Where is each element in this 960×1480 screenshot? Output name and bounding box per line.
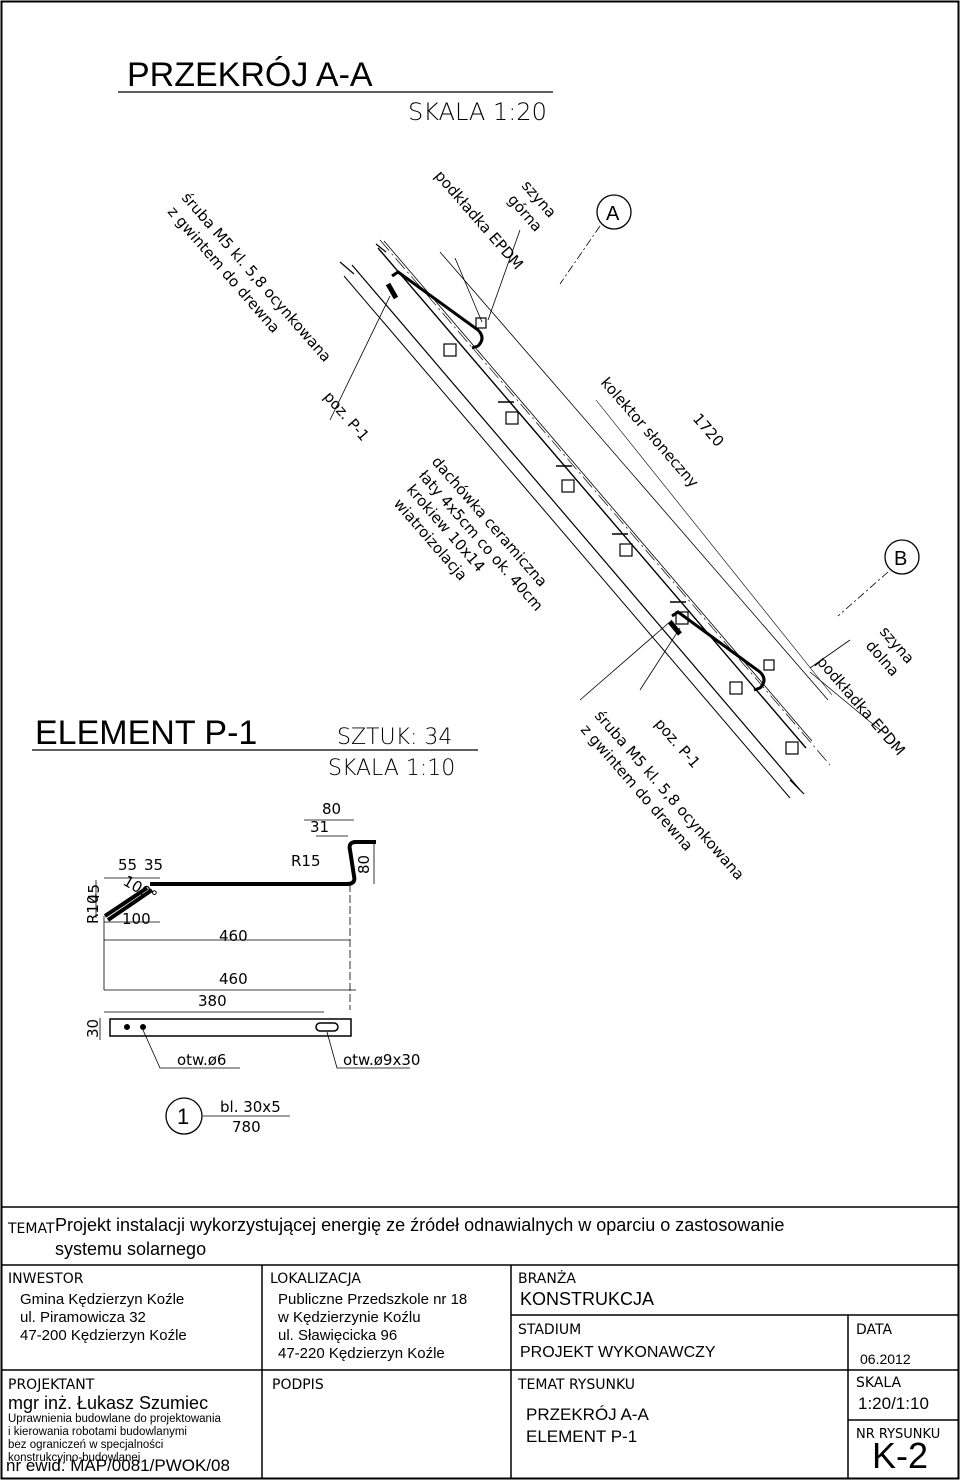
uprawnienia-line: konstrukcyjno-budowlanej	[8, 1452, 141, 1464]
position-bubble	[165, 1097, 203, 1135]
uprawnienia-line: bez ograniczeń w specjalności	[8, 1439, 164, 1451]
roof-line-upper	[351, 264, 801, 791]
detail-a-label: A	[606, 203, 620, 225]
temat-rysunku-line: ELEMENT P-1	[526, 1427, 638, 1446]
dim-380: 380	[198, 992, 227, 1010]
skala-label: SKALA	[856, 1375, 902, 1391]
hole-6-label: otw.ø6	[177, 1051, 226, 1069]
inwestor-label: INWESTOR	[8, 1271, 84, 1287]
label-dim-1720: 1720	[689, 410, 728, 451]
data-label: DATA	[856, 1322, 893, 1338]
data-value: 06.2012	[860, 1351, 911, 1367]
label-pad-top: podkładka EPDM	[431, 167, 527, 273]
temat-rysunku-label: TEMAT RYSUNKU	[518, 1377, 636, 1393]
batten	[729, 681, 743, 695]
hole-6b-icon	[140, 1024, 146, 1030]
element-title: ELEMENT P-1	[35, 714, 257, 752]
lokalizacja-line: 47-220 Kędzierzyn Koźle	[278, 1345, 445, 1362]
dim-1720-line	[439, 251, 829, 701]
nr-ewid: nr ewid. MAP/0081/PWOK/08	[6, 1456, 230, 1475]
label-poz-bottom: poz. P-1	[651, 715, 704, 772]
batten	[443, 343, 457, 357]
temat-rysunku-line: PRZEKRÓJ A-A	[526, 1405, 649, 1424]
dim-80-side: 80	[355, 855, 373, 874]
section-title: PRZEKRÓJ A-A	[127, 56, 373, 94]
epdm-pad-upper	[475, 317, 487, 329]
detail-marker-b	[884, 539, 920, 575]
lokalizacja-line: ul. Sławięcicka 96	[278, 1327, 398, 1344]
element-dims: 80 31 R15 80 55 35 100° 45 R10 100 460 4…	[84, 800, 420, 1136]
inwestor-line: ul. Piramowicza 32	[20, 1309, 146, 1326]
uprawnienia-line: i kierowania robotami budowlanymi	[8, 1426, 187, 1438]
bar-length: 780	[232, 1118, 261, 1136]
dim-460-a: 460	[219, 927, 248, 945]
dim-35: 35	[144, 856, 163, 874]
projektant-name: mgr inż. Łukasz Szumiec	[8, 1393, 209, 1413]
detail-marker-a	[596, 194, 632, 230]
branza-value: KONSTRUKCJA	[520, 1289, 655, 1309]
temat-line2: systemu solarnego	[55, 1239, 207, 1259]
lokalizacja-line: w Kędzierzynie Koźlu	[278, 1309, 421, 1326]
hole-6-icon	[124, 1024, 130, 1030]
nr-rysunku-value: K-2	[872, 1435, 929, 1476]
stadium-label: STADIUM	[518, 1322, 582, 1338]
batten	[505, 411, 519, 425]
bar-spec: bl. 30x5	[220, 1098, 281, 1116]
temat-line1: Projekt instalacji wykorzystującej energ…	[55, 1215, 785, 1235]
projektant-label: PROJEKTANT	[8, 1377, 95, 1393]
title-block-grid	[2, 1206, 958, 1478]
label-screw-top-1: śruba M5 kl. 5,8 ocynkowana	[178, 189, 335, 366]
inwestor-line: Gmina Kędzierzyn Koźle	[20, 1291, 185, 1308]
nr-rysunku-label: NR RYSUNKU	[856, 1427, 941, 1442]
dim-80-top: 80	[322, 800, 341, 818]
element-shape	[95, 819, 410, 1135]
podpis-label: PODPIS	[272, 1377, 324, 1393]
position-number: 1	[177, 1104, 189, 1129]
section-scale: SKALA 1:20	[408, 98, 547, 126]
bar-plan	[109, 1018, 352, 1037]
batten	[785, 741, 799, 755]
skala-value: 1:20/1:10	[858, 1394, 929, 1413]
element-count: SZTUK: 34	[337, 725, 452, 750]
lokalizacja-label: LOKALIZACJA	[270, 1271, 361, 1287]
dim-100: 100	[122, 910, 151, 928]
element-scale: SKALA 1:10	[328, 756, 455, 781]
label-poz-top: poz. P-1	[320, 388, 373, 445]
bracket-lower	[671, 610, 766, 692]
roof-line-lower	[343, 275, 791, 799]
dim-r10: R10	[84, 894, 102, 924]
batten	[619, 543, 633, 557]
dim-30: 30	[84, 1019, 102, 1038]
inwestor-line: 47-200 Kędzierzyn Koźle	[20, 1327, 187, 1344]
dim-55: 55	[118, 856, 137, 874]
temat-label: TEMAT	[8, 1221, 55, 1237]
uprawnienia-line: Uprawnienia budowlane do projektowania	[8, 1413, 221, 1425]
lokalizacja-line: Publiczne Przedszkole nr 18	[278, 1291, 468, 1308]
dim-45: 45	[85, 884, 103, 903]
hole-9x30-label: otw.ø9x30	[343, 1051, 420, 1069]
section-labels: śruba M5 kl. 5,8 ocynkowana z gwintem do…	[164, 167, 918, 884]
dim-r15: R15	[291, 852, 321, 870]
branza-label: BRANŻA	[518, 1271, 576, 1287]
label-collector: kolektor słoneczny	[597, 374, 702, 491]
slot-hole-icon	[315, 1022, 339, 1032]
collector-line	[377, 247, 807, 749]
detail-b-label: B	[894, 548, 907, 570]
epdm-pad-lower	[763, 659, 775, 671]
stadium-value: PROJEKT WYKONAWCZY	[520, 1344, 716, 1361]
axis-line	[379, 239, 831, 766]
roof-section	[329, 194, 920, 799]
dim-31: 31	[310, 818, 329, 836]
bracket-upper	[391, 270, 484, 350]
label-screw-top-2: z gwintem do drewna	[164, 203, 284, 337]
batten	[561, 479, 575, 493]
dim-460-b: 460	[219, 970, 248, 988]
